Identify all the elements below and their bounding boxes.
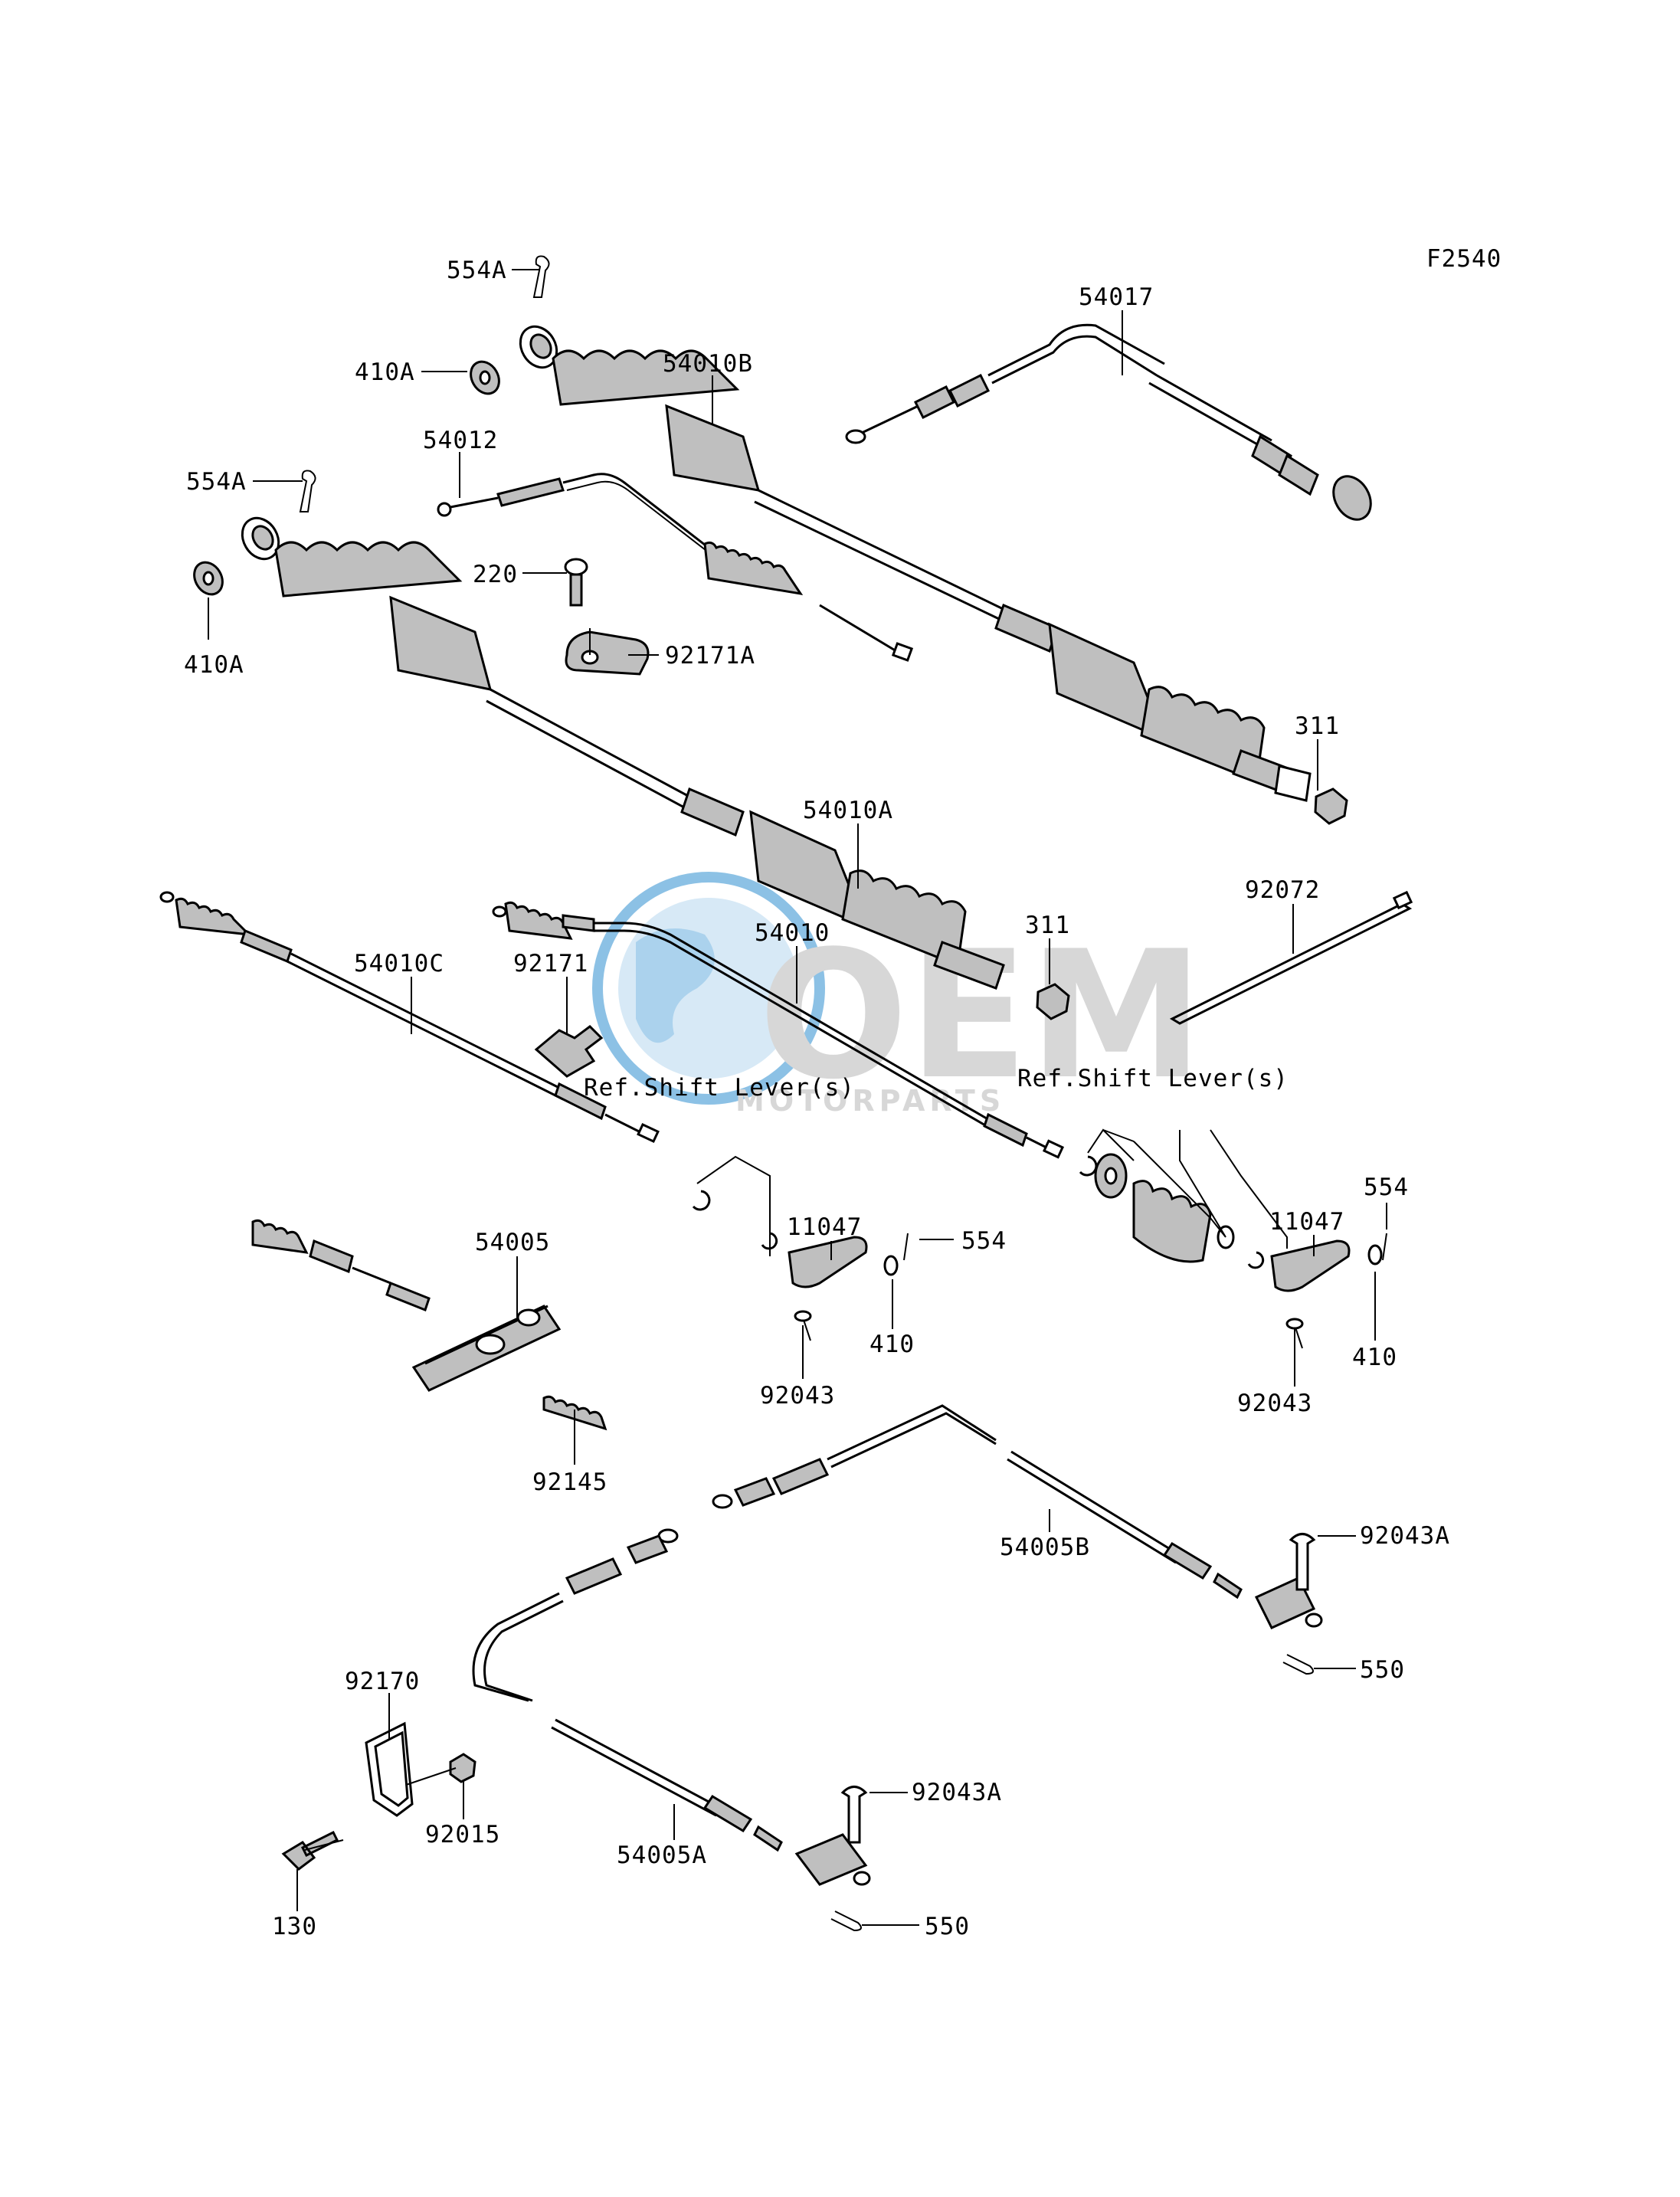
label-311-upper: 311 [1295,712,1340,740]
part-labels: 554A 410A 54010B 54017 54012 554A 410A 2… [184,257,1450,1940]
label-554-right: 554 [1364,1174,1409,1201]
cable-54010c-drawing [159,891,660,1143]
label-92043a-lower: 92043A [912,1779,1002,1806]
cable-54010b-drawing [519,325,1312,802]
label-54005b: 54005B [1000,1534,1090,1561]
label-11047-right: 11047 [1269,1208,1344,1236]
watermark-main-text: OEM [758,914,1204,1118]
shift-lever-right-drawing [1079,1153,1387,1349]
label-410-left: 410 [869,1331,915,1358]
cable-54010a-drawing [241,516,1005,990]
label-410a-lower: 410A [184,651,244,679]
cable-54005b-drawing [712,1404,1323,1629]
watermark: OEM MOTORPARTS [592,872,1204,1118]
ref-shift-lever-left: Ref.Shift Lever(s) [584,1074,855,1102]
label-54017: 54017 [1079,283,1154,311]
label-11047-left: 11047 [787,1213,862,1241]
cable-54012-drawing [437,473,914,662]
guide-92170-icon [365,1721,414,1817]
label-410-right: 410 [1352,1344,1397,1371]
label-54012: 54012 [423,427,498,454]
label-92043-right: 92043 [1237,1390,1312,1417]
cable-54017-drawing [845,323,1372,521]
leader-lines [208,269,1387,1926]
label-92145: 92145 [532,1468,607,1496]
label-92043-left: 92043 [760,1382,835,1410]
cable-54005a-drawing [472,1528,871,1886]
nut-311-upper-icon [1314,787,1348,825]
label-554-left: 554 [961,1227,1007,1255]
shift-lever-left-drawing [692,1190,909,1341]
nut-92015-icon [449,1753,476,1783]
cable-tie-92072-drawing [1169,890,1413,1025]
label-92015: 92015 [425,1821,500,1848]
label-54010c: 54010C [354,950,444,977]
ref-shift-lever-right: Ref.Shift Lever(s) [1017,1065,1289,1092]
label-550-upper: 550 [1360,1656,1405,1684]
watermark-globe-icon [592,872,825,1105]
cotter-550-lower-icon [830,1911,862,1932]
bracket-54005-drawing [251,1219,562,1392]
label-92072: 92072 [1245,876,1320,904]
pin-92043a-lower-icon [840,1786,868,1844]
screw-and-clamp-drawing [564,558,650,676]
label-311-lower: 311 [1025,912,1070,939]
figure-code: F2540 [1426,245,1502,273]
pin-554a-lower-icon [299,470,316,512]
clip-92171-icon [534,1025,604,1078]
label-410a-upper: 410A [355,359,415,386]
label-54005a: 54005A [617,1842,707,1869]
label-220: 220 [473,561,518,588]
cable-54010-drawing [492,901,1065,1159]
label-54010: 54010 [755,919,830,947]
label-54010b: 54010B [663,350,753,378]
label-92171a: 92171A [665,642,755,670]
label-92043a-upper: 92043A [1360,1522,1450,1550]
label-554a-lower: 554A [186,468,247,496]
bolt-130-icon [281,1830,339,1871]
label-92171: 92171 [513,950,588,977]
nut-311-lower-icon [1036,983,1070,1020]
pin-92043a-upper-icon [1289,1533,1316,1591]
pin-554a-upper-icon [532,255,550,298]
label-550-lower: 550 [925,1913,970,1940]
cotter-550-upper-icon [1282,1654,1314,1675]
label-92170: 92170 [345,1668,420,1695]
label-54010a: 54010A [803,797,893,824]
label-54005: 54005 [475,1229,550,1256]
label-130: 130 [272,1913,317,1940]
label-554a-upper: 554A [447,257,507,284]
